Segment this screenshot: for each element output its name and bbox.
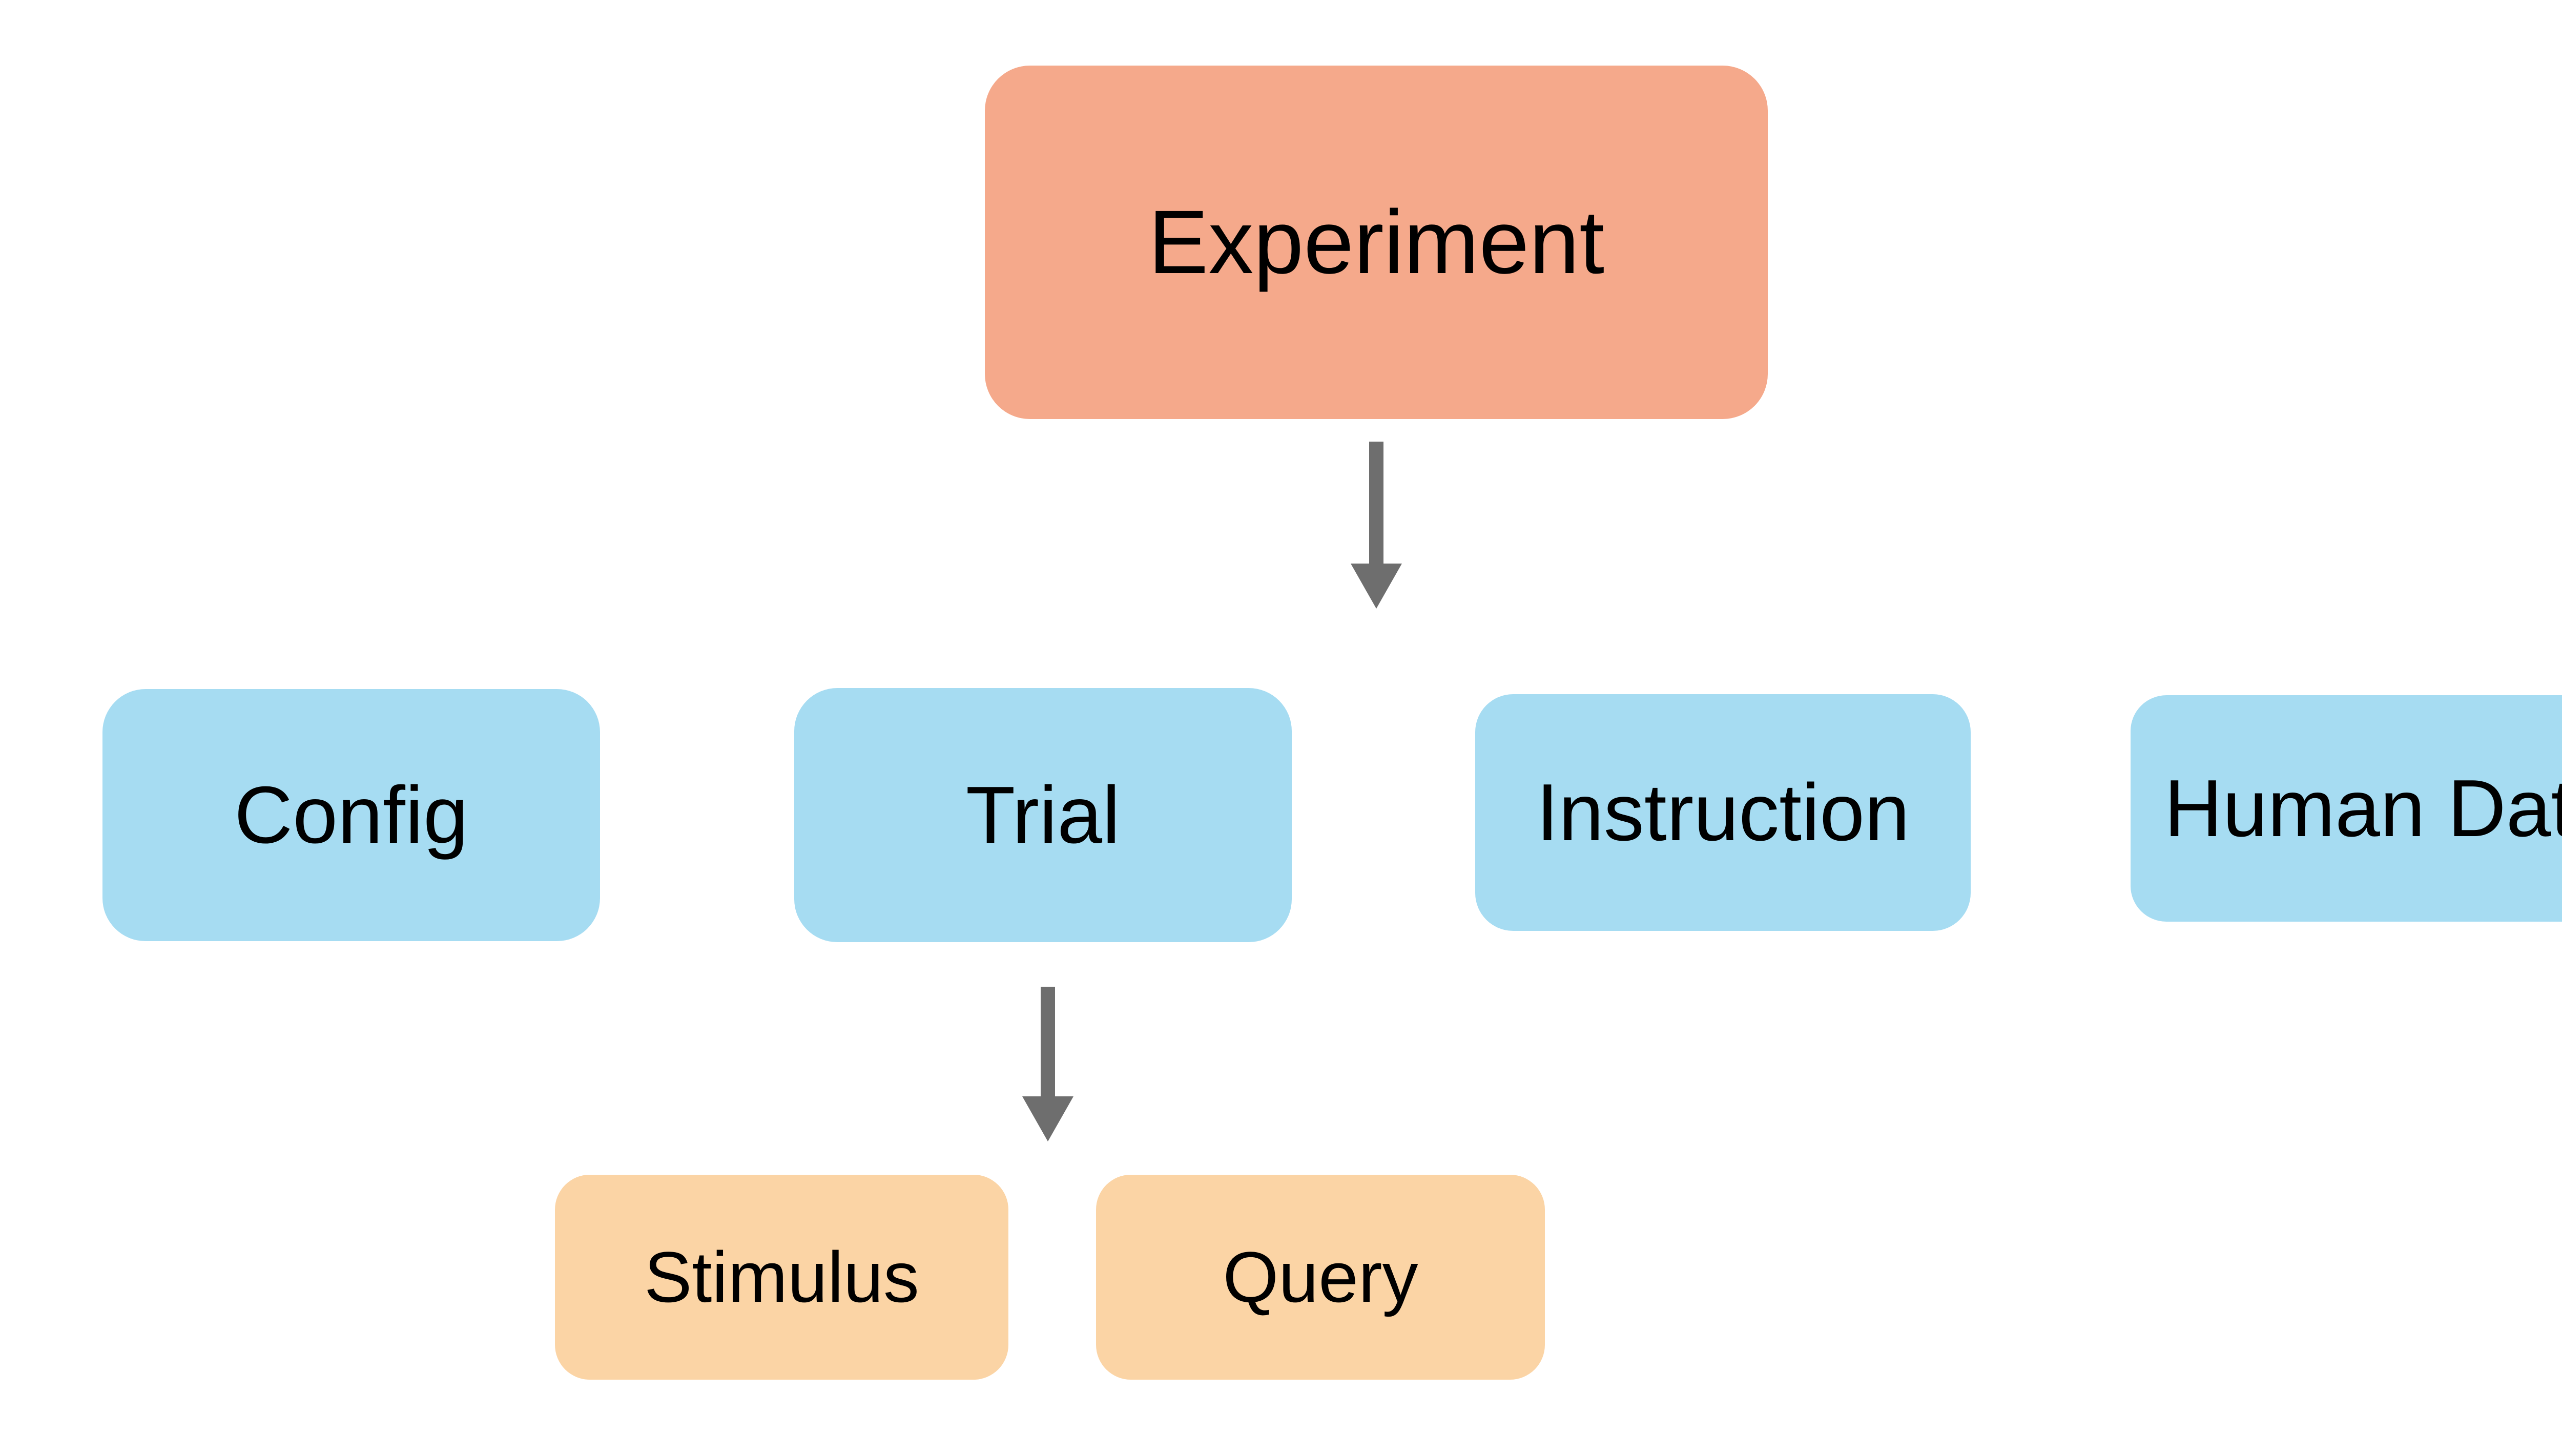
node-query[interactable]: Query <box>1096 1175 1545 1380</box>
node-human-data[interactable]: Human Data <box>2131 695 2562 922</box>
node-human-data-label: Human Data <box>2164 763 2562 854</box>
node-config[interactable]: Config <box>102 689 600 941</box>
node-query-label: Query <box>1223 1237 1418 1317</box>
arrow-trial-to-stimulus <box>1022 987 1073 1141</box>
node-stimulus[interactable]: Stimulus <box>555 1175 1008 1380</box>
node-instruction[interactable]: Instruction <box>1475 694 1971 931</box>
node-experiment[interactable]: Experiment <box>985 66 1768 419</box>
arrow-experiment-to-trial <box>1351 442 1402 609</box>
node-config-label: Config <box>234 770 468 860</box>
node-trial-label: Trial <box>965 770 1121 860</box>
node-experiment-label: Experiment <box>1148 192 1605 293</box>
node-stimulus-label: Stimulus <box>644 1237 919 1317</box>
arrow-head-down-icon <box>1351 442 1402 609</box>
arrow-head-down-icon <box>1022 987 1073 1141</box>
node-trial[interactable]: Trial <box>794 688 1292 942</box>
node-instruction-label: Instruction <box>1536 767 1910 858</box>
